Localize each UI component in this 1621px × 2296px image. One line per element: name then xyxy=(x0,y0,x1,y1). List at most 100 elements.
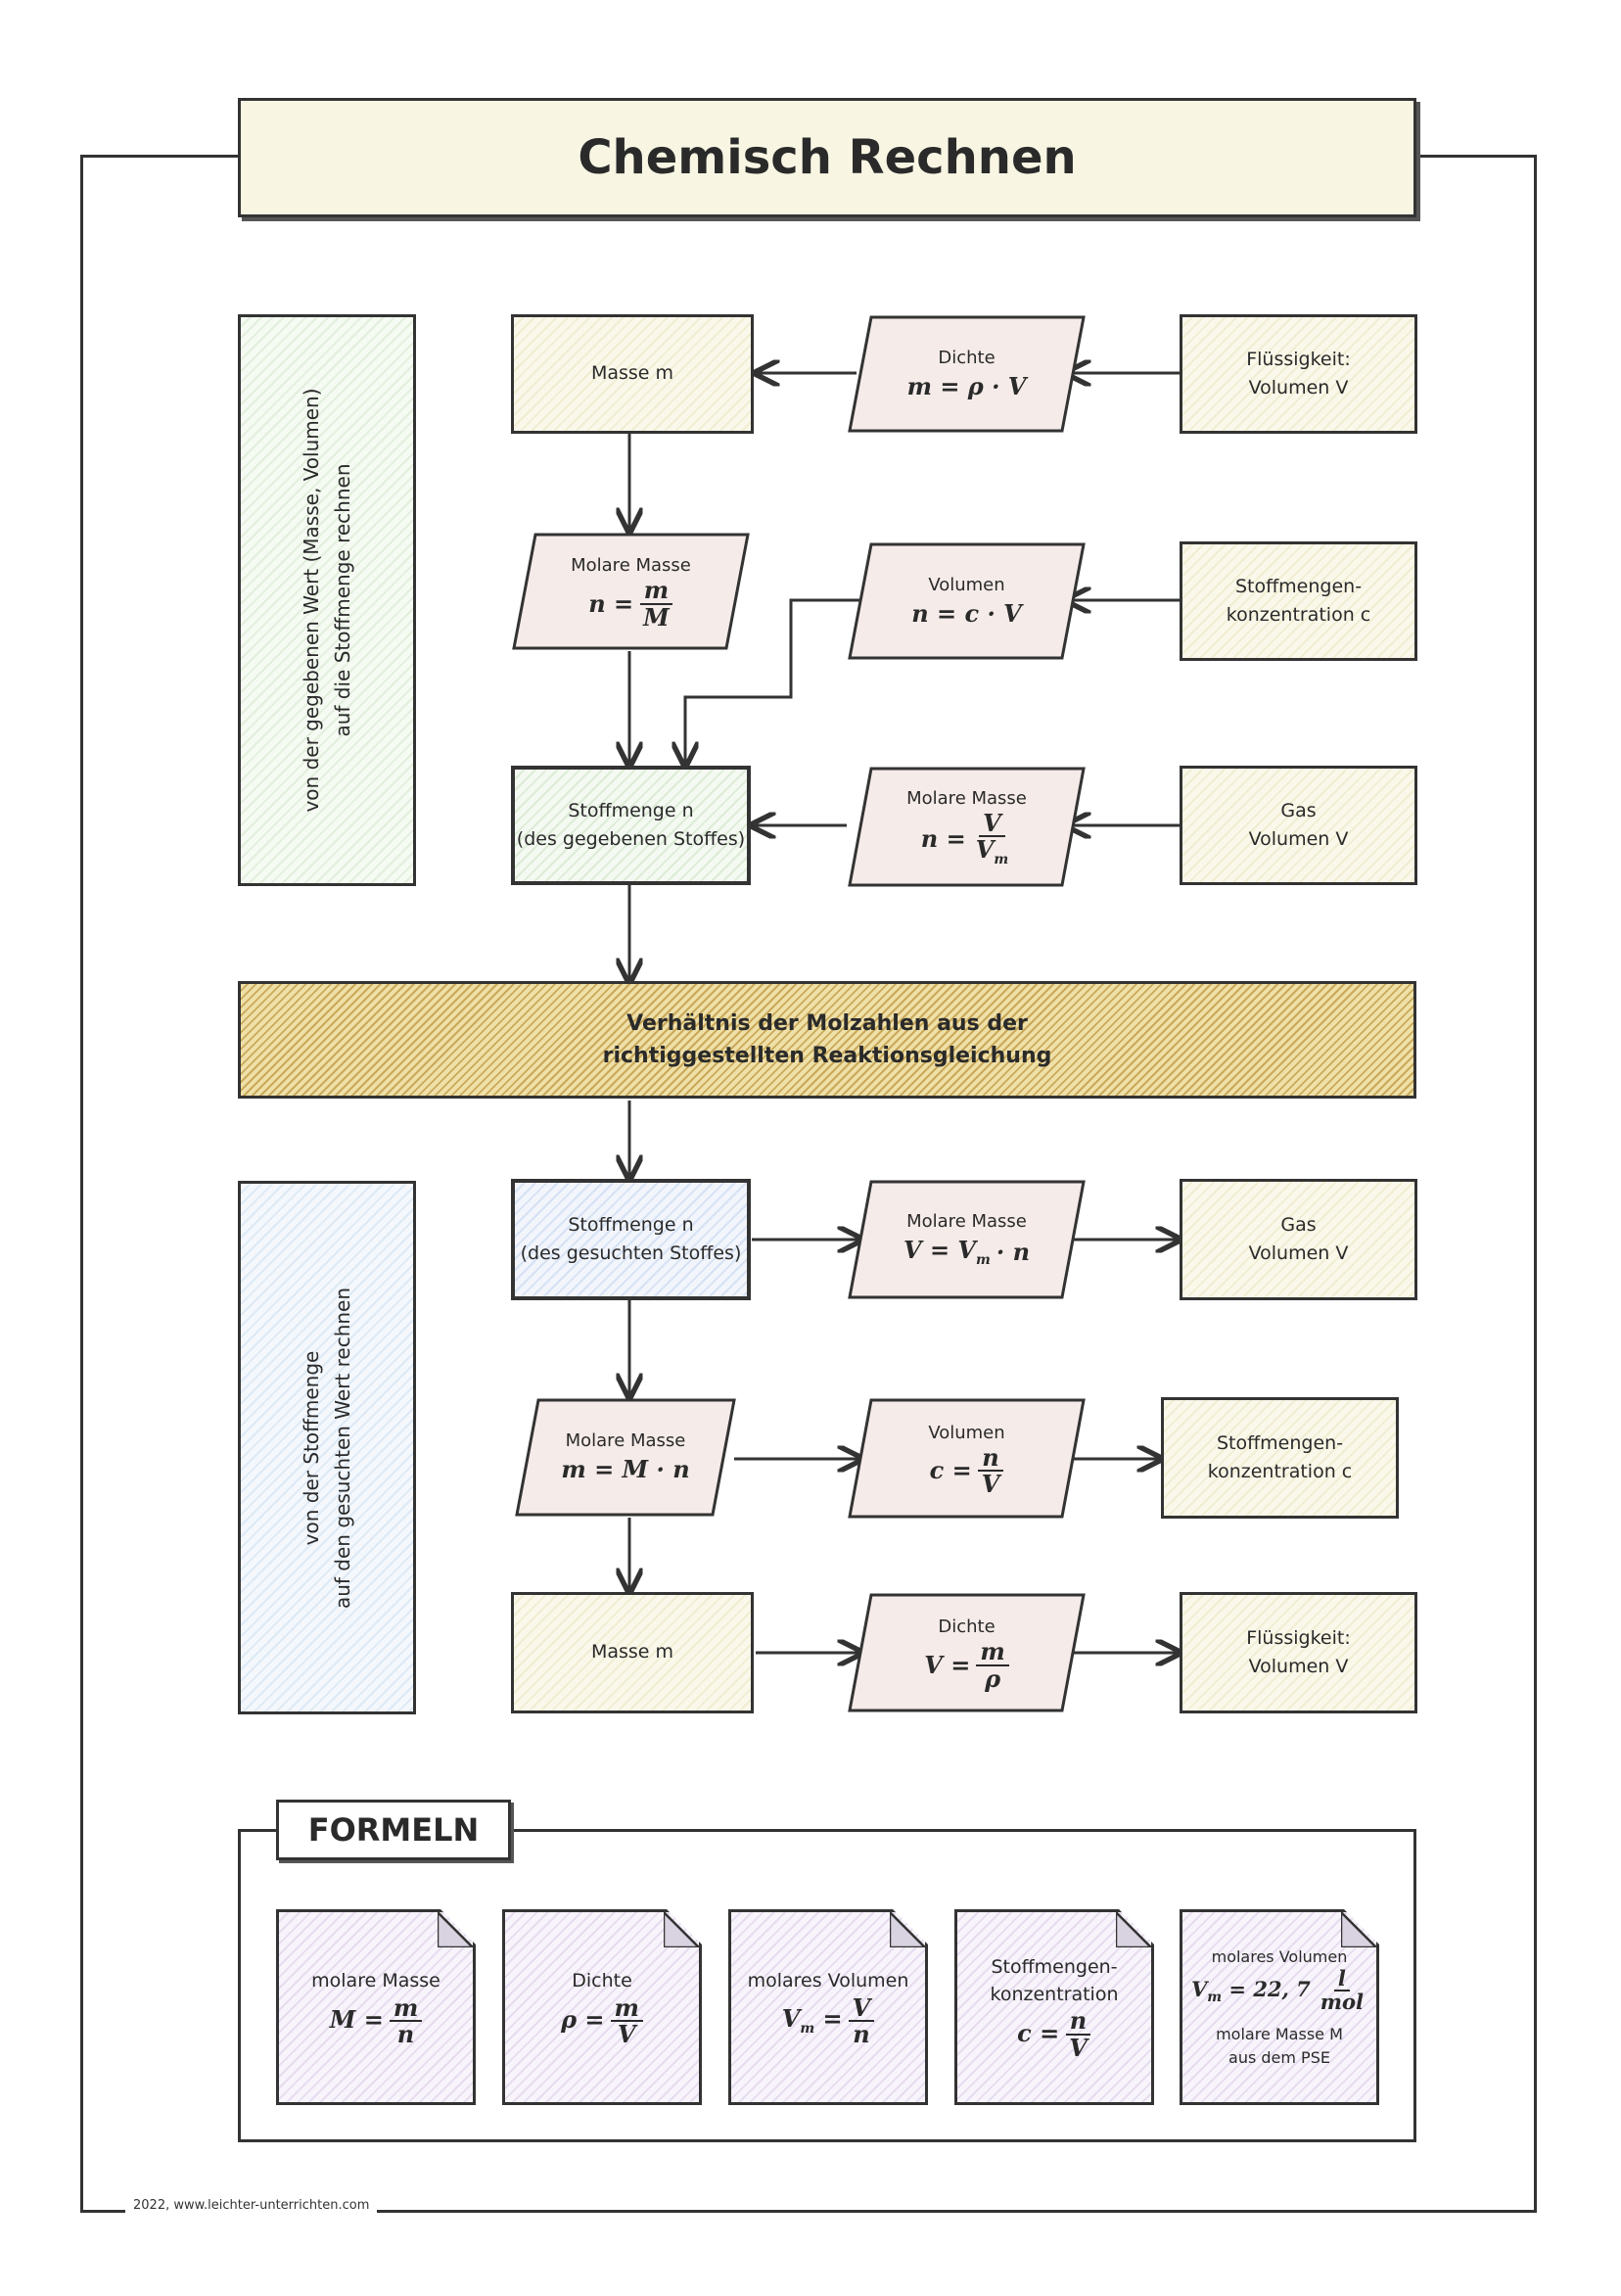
card-label: molare Masse xyxy=(311,1970,440,1992)
box-masse-bottom-label: Masse m xyxy=(590,1641,674,1663)
box-konzentration-bottom-line2: konzentration c xyxy=(1207,1461,1353,1482)
page-fold-icon xyxy=(438,1912,473,1947)
formula-denominator-sub: m xyxy=(994,852,1009,868)
box-stoffmenge-gesucht-line2: (des gesuchten Stoffes) xyxy=(520,1242,742,1264)
formula-lhs: ρ = xyxy=(561,2005,605,2035)
box-masse-bottom: Masse m xyxy=(511,1592,754,1713)
box-molare-gas-bottom-label: Molare Masse xyxy=(906,1210,1027,1232)
box-fluessigkeit-top: Flüssigkeit: Volumen V xyxy=(1180,314,1417,434)
card-note-line1: molare Masse M xyxy=(1216,2025,1343,2044)
formula-lhs: c = xyxy=(1017,2019,1060,2048)
card-note-line2: aus dem PSE xyxy=(1228,2047,1330,2067)
box-molare-masse-bottom-formula: m = M · n xyxy=(561,1455,690,1484)
formula-numerator: n xyxy=(1066,2008,1090,2035)
page-fold-icon xyxy=(664,1912,699,1947)
formula-numerator: m xyxy=(639,578,673,605)
card-label: Dichte xyxy=(572,1970,632,1992)
page-title: Chemisch Rechnen xyxy=(238,98,1416,217)
arrow-volumen-stoff xyxy=(685,598,861,766)
page-fold-icon xyxy=(1341,1912,1376,1947)
formula-lhs: V xyxy=(1190,1976,1208,2001)
box-molare-gas-top-label: Molare Masse xyxy=(906,788,1027,810)
side-panel-sought: von der Stoffmenge auf den gesuchten Wer… xyxy=(238,1181,416,1714)
box-molare-masse-bottom: Molare Masse m = M · n xyxy=(514,1397,737,1518)
formula-eq: = 22, 7 xyxy=(1228,1976,1311,2001)
band-line2: richtiggestellten Reaktionsgleichung xyxy=(602,1044,1052,1068)
box-stoffmenge-gegeben-line2: (des gegebenen Stoffes) xyxy=(516,828,746,850)
side-panel-given-line2: auf die Stoffmenge rechnen xyxy=(331,463,354,737)
box-masse-top-label: Masse m xyxy=(590,362,674,385)
formula-rhs: · n xyxy=(996,1237,1031,1266)
box-gas-bottom-line1: Gas xyxy=(1280,1213,1317,1236)
formula-denominator: V xyxy=(981,1470,1000,1499)
box-fluessigkeit-top-line1: Flüssigkeit: xyxy=(1246,348,1351,370)
formula-numerator: n xyxy=(978,1445,1003,1473)
formula-numerator: m xyxy=(976,1639,1009,1666)
formula-lhs: V = V xyxy=(903,1235,977,1264)
box-gas-bottom: Gas Volumen V xyxy=(1180,1179,1417,1300)
box-fluessigkeit-bottom-line1: Flüssigkeit: xyxy=(1246,1626,1351,1649)
box-volumen-top-formula: n = c · V xyxy=(911,598,1022,628)
formula-denominator: M xyxy=(643,602,670,632)
box-volumen-top: Volumen n = c · V xyxy=(847,541,1087,661)
side-panel-given: von der gegebenen Wert (Masse, Volumen) … xyxy=(238,314,416,886)
side-panel-sought-line1: von der Stoffmenge xyxy=(300,1350,323,1545)
formula-lhs-sub: m xyxy=(1207,1989,1223,2005)
box-masse-top: Masse m xyxy=(511,314,754,434)
footer-credit: 2022, www.leichter-unterrichten.com xyxy=(125,2198,378,2213)
reaction-ratio-band: Verhältnis der Molzahlen aus der richtig… xyxy=(238,981,1416,1099)
formula-numerator: m xyxy=(611,1995,643,2022)
box-stoffmenge-gesucht-line1: Stoffmenge n xyxy=(568,1213,694,1236)
box-molare-gas-bottom: Molare Masse V = Vm · n xyxy=(847,1179,1087,1300)
box-gas-top-line2: Volumen V xyxy=(1248,828,1349,850)
box-fluessigkeit-bottom-line2: Volumen V xyxy=(1248,1656,1349,1677)
formula-lhs: c = xyxy=(929,1456,972,1485)
box-molare-masse-top-label: Molare Masse xyxy=(571,555,691,577)
formula-numerator: V xyxy=(979,811,1005,838)
box-gas-bottom-line2: Volumen V xyxy=(1248,1242,1349,1264)
formula-denominator: mol xyxy=(1320,1990,1365,2015)
card-label: molares Volumen xyxy=(747,1970,909,1992)
formula-denominator: Vm xyxy=(972,837,1012,867)
side-panel-sought-line2: auf den gesuchten Wert rechnen xyxy=(331,1287,354,1609)
box-dichte-top-formula: m = ρ · V xyxy=(906,371,1027,400)
formula-denominator: V xyxy=(1069,2033,1088,2062)
formula-lhs: V = xyxy=(924,1650,971,1679)
formula-lhs: V xyxy=(781,2004,801,2034)
formula-denominator: n xyxy=(853,2019,870,2048)
formula-denominator: n xyxy=(396,2019,415,2048)
formeln-section xyxy=(238,1829,1416,2142)
formula-numerator: l xyxy=(1334,1968,1350,1991)
box-konzentration-top-line1: Stoffmengen- xyxy=(1234,575,1363,597)
formula-numerator: V xyxy=(849,1995,875,2022)
box-gas-top: Gas Volumen V xyxy=(1180,766,1417,885)
box-fluessigkeit-bottom: Flüssigkeit: Volumen V xyxy=(1180,1592,1417,1713)
formula-denominator: V xyxy=(617,2019,636,2048)
box-stoffmenge-gesucht: Stoffmenge n (des gesuchten Stoffes) xyxy=(511,1179,751,1300)
formula-lhs: M = xyxy=(329,2005,384,2035)
formula-eq: = xyxy=(822,2004,843,2034)
box-konzentration-top-line2: konzentration c xyxy=(1226,604,1371,626)
page-fold-icon xyxy=(1116,1912,1151,1947)
box-konzentration-bottom: Stoffmengen- konzentration c xyxy=(1161,1397,1399,1519)
box-konzentration-bottom-line1: Stoffmengen- xyxy=(1216,1431,1344,1454)
box-stoffmenge-gegeben-line1: Stoffmenge n xyxy=(568,799,694,821)
box-volumen-bottom-label: Volumen xyxy=(928,1422,1005,1443)
box-dichte-top: Dichte m = ρ · V xyxy=(847,314,1087,434)
